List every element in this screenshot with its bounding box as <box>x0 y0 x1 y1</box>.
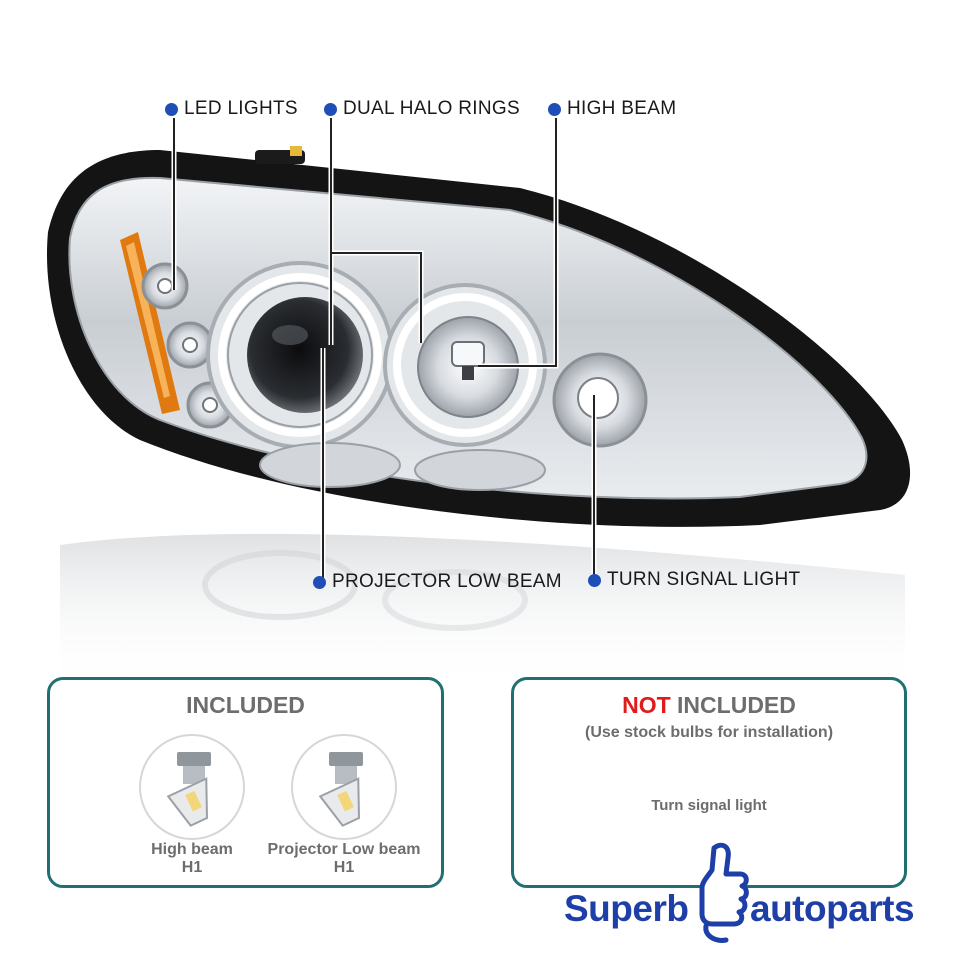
bullet-dot-icon <box>165 102 178 116</box>
included-panel: INCLUDED High beam H1 Projector Low beam… <box>47 677 444 888</box>
callout-label: PROJECTOR LOW BEAM <box>332 571 562 592</box>
callout-projector-low-beam: PROJECTOR LOW BEAM <box>313 571 562 593</box>
amber-reflector-shine <box>126 242 170 398</box>
halo-ring <box>218 273 382 437</box>
lower-reflector <box>259 442 401 488</box>
included-label: INCLUDED <box>670 692 796 718</box>
lower-reflector <box>414 449 546 491</box>
brand-logo: Superb autoparts <box>558 840 948 946</box>
callout-label: LED LIGHTS <box>184 98 298 119</box>
bulb-label-line2: H1 <box>333 859 355 876</box>
bullet-dot-icon <box>313 575 326 589</box>
led-pod <box>157 278 173 294</box>
wire-connector <box>290 146 302 156</box>
thumbs-up-icon <box>699 842 749 943</box>
callout-high-beam: HIGH BEAM <box>548 98 676 120</box>
halo-ring-edge <box>227 282 373 428</box>
not-included-title: NOT INCLUDED <box>514 692 904 719</box>
not-included-subtitle: (Use stock bulbs for installation) <box>584 724 834 741</box>
led-pod <box>202 397 218 413</box>
bullet-dot-icon <box>324 102 337 116</box>
callout-label: TURN SIGNAL LIGHT <box>607 569 801 590</box>
h1-bulb-icon <box>291 734 397 840</box>
turn-signal <box>552 352 648 448</box>
not-included-panel: NOT INCLUDED (Use stock bulbs for instal… <box>511 677 907 888</box>
bulb-label-line2: H1 <box>181 859 203 876</box>
headlight-reflection <box>60 533 905 690</box>
included-item-high-beam: High beam H1 <box>102 732 282 878</box>
not-label: NOT <box>622 692 671 718</box>
callout-lines <box>173 118 595 580</box>
included-title: INCLUDED <box>186 692 305 718</box>
callout-turn-signal-light: TURN SIGNAL LIGHT <box>588 569 800 591</box>
callout-dual-halo-rings: DUAL HALO RINGS <box>324 98 520 120</box>
h1-bulb-icon <box>139 734 245 840</box>
brand-name-right: autoparts <box>750 888 915 929</box>
bullet-dot-icon <box>588 573 601 587</box>
projector-lens <box>247 297 363 413</box>
high-beam <box>383 283 547 447</box>
bullet-dot-icon <box>548 102 561 116</box>
high-beam-bulb <box>451 341 485 367</box>
reflection-ring <box>202 550 358 620</box>
callout-label: HIGH BEAM <box>567 98 677 119</box>
not-included-item: Turn signal light <box>651 797 767 814</box>
callout-label: DUAL HALO RINGS <box>343 98 520 119</box>
projector-low-beam <box>206 261 394 449</box>
included-item-projector-low-beam: Projector Low beam H1 <box>254 732 434 878</box>
reflection-ring <box>382 569 528 631</box>
callout-led-lights: LED LIGHTS <box>165 98 298 120</box>
brand-name-left: Superb <box>564 888 689 929</box>
bulb-label-line1: High beam <box>151 841 233 858</box>
led-pod <box>182 337 198 353</box>
bulb-label-line1: Projector Low beam <box>267 841 421 858</box>
